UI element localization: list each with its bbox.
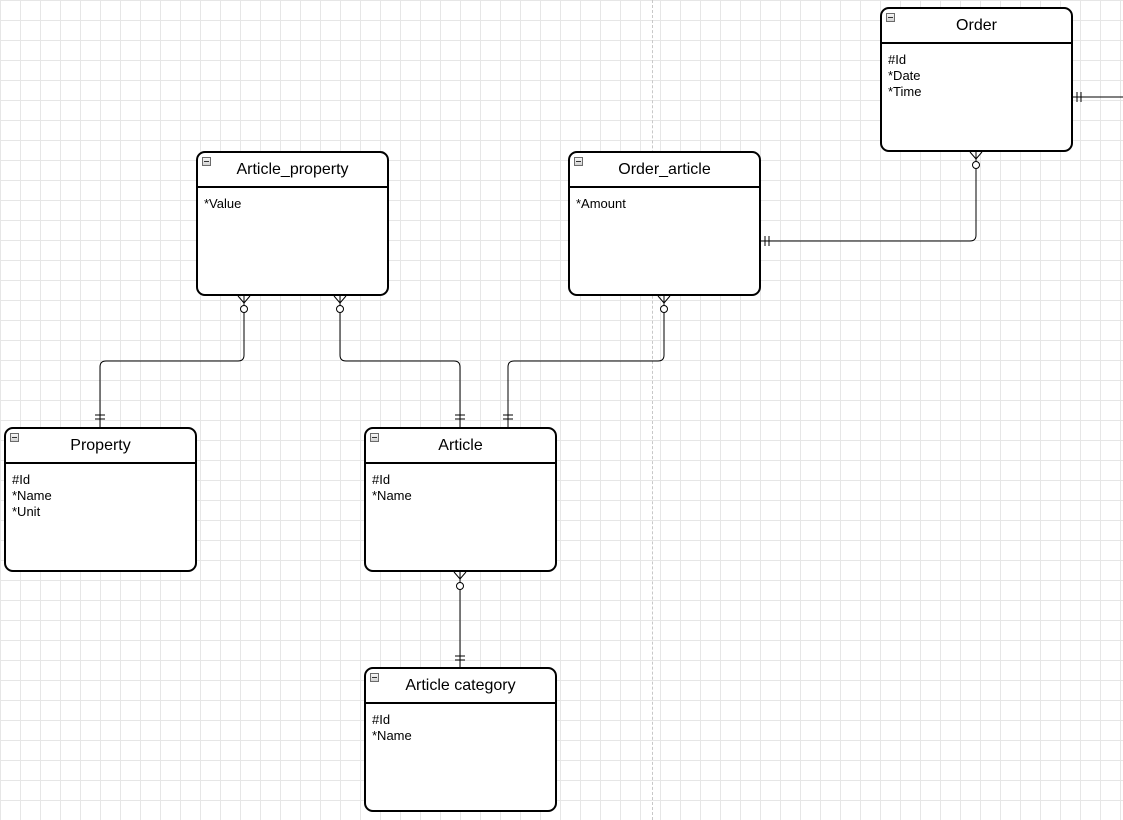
entity-attributes: #Id *Name — [366, 464, 555, 504]
entity-attributes: *Amount — [570, 188, 759, 212]
entity-header: Order — [882, 9, 1071, 44]
entity-header: Order_article — [570, 153, 759, 188]
entity-article[interactable]: Article #Id *Name — [364, 427, 557, 572]
entity-order-article[interactable]: Order_article *Amount — [568, 151, 761, 296]
entity-title: Article_property — [236, 160, 349, 178]
relationship-order-to-offscreen[interactable] — [1073, 92, 1123, 102]
relationship-article-to-article-category[interactable] — [453, 571, 467, 667]
entity-header: Article — [366, 429, 555, 464]
entity-attribute: #Id — [12, 472, 31, 487]
entity-attribute: *Date — [888, 68, 921, 83]
entity-title: Property — [70, 436, 131, 454]
relationship-order-article-to-article[interactable] — [503, 295, 671, 427]
entity-attributes: #Id *Name *Unit — [6, 464, 195, 520]
entity-header: Article_property — [198, 153, 387, 188]
entity-attribute: *Name — [372, 488, 412, 503]
entity-article-category[interactable]: Article category #Id *Name — [364, 667, 557, 812]
collapse-icon[interactable] — [370, 673, 379, 682]
entity-attributes: *Value — [198, 188, 387, 212]
entity-attribute: *Name — [12, 488, 52, 503]
entity-attribute: *Value — [204, 196, 242, 211]
entity-attribute: #Id — [888, 52, 907, 67]
collapse-icon[interactable] — [202, 157, 211, 166]
entity-attributes: #Id *Name — [366, 704, 555, 744]
entity-header: Property — [6, 429, 195, 464]
entity-attributes: #Id *Date *Time — [882, 44, 1071, 100]
entity-attribute: *Name — [372, 728, 412, 743]
entity-title: Order — [956, 16, 997, 34]
collapse-icon[interactable] — [886, 13, 895, 22]
entity-header: Article category — [366, 669, 555, 704]
entity-attribute: #Id — [372, 712, 391, 727]
entity-title: Order_article — [618, 160, 711, 178]
entity-attribute: *Amount — [576, 196, 626, 211]
entity-title: Article category — [405, 676, 516, 694]
entity-order[interactable]: Order #Id *Date *Time — [880, 7, 1073, 152]
entity-title: Article — [438, 436, 483, 454]
collapse-icon[interactable] — [10, 433, 19, 442]
relationship-order-to-order-article[interactable] — [760, 151, 983, 246]
entity-attribute: *Unit — [12, 504, 41, 519]
relationship-article-property-to-article[interactable] — [333, 295, 465, 427]
entity-article-property[interactable]: Article_property *Value — [196, 151, 389, 296]
entity-attribute: #Id — [372, 472, 391, 487]
entity-property[interactable]: Property #Id *Name *Unit — [4, 427, 197, 572]
entity-attribute: *Time — [888, 84, 922, 99]
page-break-line — [652, 0, 653, 820]
collapse-icon[interactable] — [574, 157, 583, 166]
relationship-article-property-to-property[interactable] — [95, 295, 251, 427]
collapse-icon[interactable] — [370, 433, 379, 442]
